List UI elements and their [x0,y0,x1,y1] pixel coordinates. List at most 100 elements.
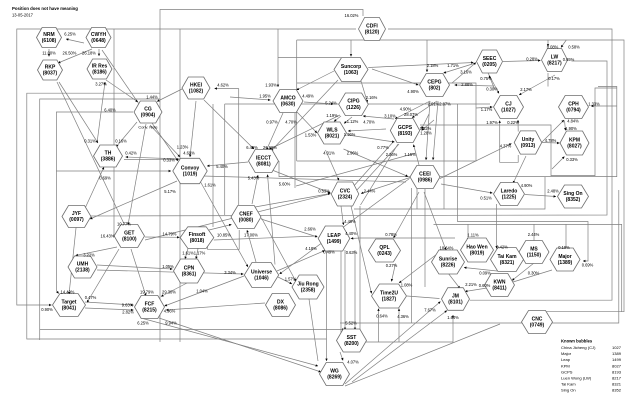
svg-text:0.28%: 0.28% [526,57,538,62]
svg-text:0.65%: 0.65% [563,57,575,62]
svg-text:(8226): (8226) [441,263,456,269]
svg-text:1.57%: 1.57% [285,277,297,282]
svg-text:Major: Major [558,254,571,260]
svg-text:(8037): (8037) [43,71,58,77]
svg-text:CNEF: CNEF [239,211,253,217]
svg-text:1389: 1389 [612,351,622,356]
svg-text:1.95%: 1.95% [259,94,271,99]
svg-text:(8021): (8021) [325,134,340,140]
svg-text:CPN: CPN [184,265,195,271]
svg-text:2.88%: 2.88% [461,82,473,87]
svg-text:4.07%: 4.07% [347,360,359,365]
svg-text:0.77%: 0.77% [377,145,389,150]
svg-text:0.42%: 0.42% [125,151,137,156]
svg-text:4.01%: 4.01% [323,151,335,156]
svg-text:2.66%: 2.66% [304,227,316,232]
svg-text:(8200): (8200) [344,341,359,347]
svg-text:4.18%: 4.18% [305,246,317,251]
svg-text:2.21%: 2.21% [465,282,477,287]
svg-text:(1499): (1499) [327,239,342,245]
svg-text:Sing On: Sing On [563,191,582,197]
svg-text:(8352): (8352) [566,197,581,203]
svg-text:IR Res: IR Res [92,63,108,69]
svg-text:1.04%: 1.04% [196,289,208,294]
svg-text:0.75%: 0.75% [480,76,492,81]
svg-text:Sing On: Sing On [561,388,576,393]
svg-text:Known bubbles: Known bubbles [561,339,593,344]
svg-text:0.30%: 0.30% [486,87,498,92]
svg-text:UMH: UMH [77,261,89,267]
svg-text:(1046): (1046) [254,276,269,282]
svg-text:CIPG: CIPG [347,99,359,105]
svg-text:CEPG: CEPG [427,79,441,85]
svg-text:(6108): (6108) [42,38,57,44]
svg-text:(1150): (1150) [527,253,542,259]
svg-text:4.90%: 4.90% [407,89,419,94]
svg-text:(3886): (3886) [101,157,116,163]
svg-text:RKP: RKP [45,64,56,70]
svg-text:4.49%: 4.49% [302,94,314,99]
svg-text:4.62%: 4.62% [217,83,229,88]
svg-text:8193: 8193 [612,369,622,374]
svg-text:CJ: CJ [505,101,512,107]
svg-text:1.28%: 1.28% [420,131,432,136]
svg-text:(8101): (8101) [448,300,463,306]
svg-text:China Jicheng (CJ): China Jicheng (CJ) [561,345,596,350]
svg-text:5.17%: 5.17% [164,189,176,194]
svg-text:1.44%: 1.44% [146,95,158,100]
svg-text:WLS: WLS [326,127,338,133]
svg-text:(802): (802) [429,86,441,92]
svg-text:1.93%: 1.93% [265,83,277,88]
svg-text:1.15%: 1.15% [404,152,416,157]
svg-text:QPL: QPL [379,245,389,251]
svg-text:Major: Major [561,351,572,356]
svg-text:(0648): (0648) [91,38,106,44]
svg-text:(8215): (8215) [142,308,157,314]
svg-text:9.63%: 9.63% [122,303,134,308]
svg-text:(0097): (0097) [69,217,84,223]
svg-text:1.33%: 1.33% [588,102,600,107]
svg-text:Finsoft: Finsoft [189,232,206,238]
svg-text:2.44%: 2.44% [364,189,376,194]
svg-text:AMCO: AMCO [280,95,295,101]
svg-text:Jiu Rong: Jiu Rong [297,281,318,287]
svg-text:Hao Wen: Hao Wen [466,244,487,250]
svg-text:7.67%: 7.67% [424,308,436,313]
svg-text:5.43%: 5.43% [248,176,260,181]
svg-text:4.69%: 4.69% [183,151,195,156]
svg-text:Conv. Note: Conv. Note [138,125,157,130]
svg-text:GCPS: GCPS [398,125,413,131]
svg-text:Sunrise: Sunrise [439,256,458,262]
svg-text:3.22%: 3.22% [83,253,95,258]
svg-text:1.12%: 1.12% [347,119,359,124]
svg-text:KPM: KPM [561,363,570,368]
svg-text:CPH: CPH [568,101,579,107]
svg-text:SST: SST [347,335,357,341]
svg-text:1027: 1027 [612,345,622,350]
svg-text:(0986): (0986) [418,178,433,184]
svg-text:1.53%: 1.53% [305,133,317,138]
svg-text:(8041): (8041) [62,306,77,312]
svg-text:(0243): (0243) [377,251,392,257]
svg-text:0.33%: 0.33% [163,158,175,163]
svg-text:LEAP: LEAP [327,233,341,239]
svg-text:(0749): (0749) [530,323,545,329]
svg-text:4.37%: 4.37% [500,144,512,149]
svg-text:0.97%: 0.97% [266,120,278,125]
svg-text:3.27%: 3.27% [95,82,107,87]
svg-text:2.44%: 2.44% [528,232,540,237]
svg-text:FCF: FCF [145,301,155,307]
svg-text:(0794): (0794) [566,108,581,114]
svg-text:CDFI: CDFI [366,23,378,29]
svg-text:(8120): (8120) [365,30,380,36]
svg-text:5.60%: 5.60% [279,182,291,187]
svg-text:4.96%: 4.96% [164,309,176,314]
svg-text:Time2U: Time2U [380,290,398,296]
svg-text:2.17%: 2.17% [520,87,532,92]
svg-text:JYF: JYF [72,211,81,217]
svg-text:KPM: KPM [569,137,580,143]
svg-text:IECCT: IECCT [256,155,271,161]
svg-text:Luen Wong (LW): Luen Wong (LW) [561,376,592,381]
svg-text:6.25%: 6.25% [64,32,76,37]
svg-text:4.84%: 4.84% [567,119,579,124]
